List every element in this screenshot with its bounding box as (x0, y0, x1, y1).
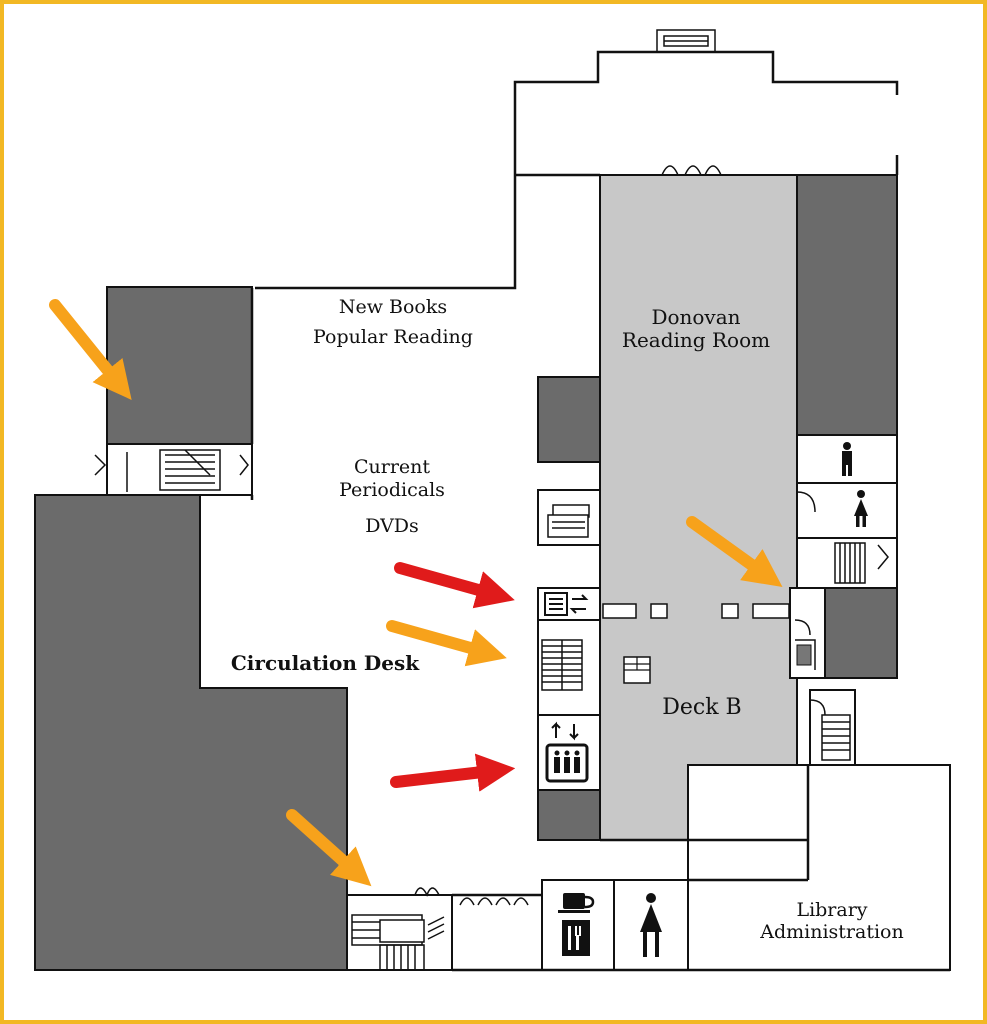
library-administration-room (687, 764, 951, 971)
label-popular-reading: Popular Reading (313, 326, 473, 348)
mens-restroom (796, 434, 898, 484)
mens-restroom-icon (842, 442, 852, 476)
copier-icon (547, 504, 590, 538)
east-mid-room (824, 587, 898, 679)
central-stairwell (537, 619, 601, 716)
southeast-stairwell (809, 689, 856, 766)
east-stairwell (796, 537, 898, 589)
label-current: Current (354, 456, 430, 478)
south-corridor-wall (452, 893, 950, 972)
book-drop-icon (544, 592, 589, 616)
elevator-icon (545, 721, 589, 783)
label-circulation-desk: Circulation Desk (231, 651, 420, 675)
columns (602, 603, 790, 619)
label-deck-b: Deck B (662, 695, 741, 720)
west-study-room (537, 376, 601, 463)
map-arrows (49, 299, 783, 887)
copier-room (537, 489, 601, 546)
label-library: Library (796, 899, 867, 921)
womens-restroom-east (796, 482, 898, 539)
west-stacks-room (34, 494, 348, 971)
south-utility-room (537, 789, 601, 841)
label-administration: Administration (759, 921, 903, 943)
arrow-east-stairwell (686, 516, 783, 587)
building-outline (255, 29, 899, 290)
womens-restroom-south (613, 879, 689, 971)
dining-utensils-icon (562, 920, 590, 956)
label-dvds: DVDs (365, 515, 419, 537)
elevator (537, 714, 601, 791)
label-new-books: New Books (339, 296, 447, 318)
south-stairwell (346, 887, 453, 971)
arrow-book-drop (394, 562, 515, 609)
deck-stair-icon (623, 656, 651, 684)
cafe-cup-icon (558, 893, 595, 913)
arrow-south-stairwell (286, 809, 372, 887)
label-periodicals: Periodicals (339, 479, 445, 501)
arrow-elevator (390, 753, 516, 792)
cafe-room (541, 879, 615, 971)
arrow-northwest-stairwell (49, 299, 132, 400)
label-donovan: Donovan (651, 305, 740, 329)
donovan-reading-room (599, 174, 798, 841)
book-drop (537, 587, 601, 621)
east-vestibule (789, 587, 826, 679)
womens-restroom-icon-south (640, 893, 662, 957)
northwest-stairwell (94, 443, 253, 496)
womens-restroom-icon (854, 490, 868, 527)
east-stacks-room (796, 174, 898, 436)
arrow-central-stairwell (386, 620, 507, 667)
northwest-room (106, 286, 253, 445)
label-reading-room: Reading Room (622, 328, 770, 352)
